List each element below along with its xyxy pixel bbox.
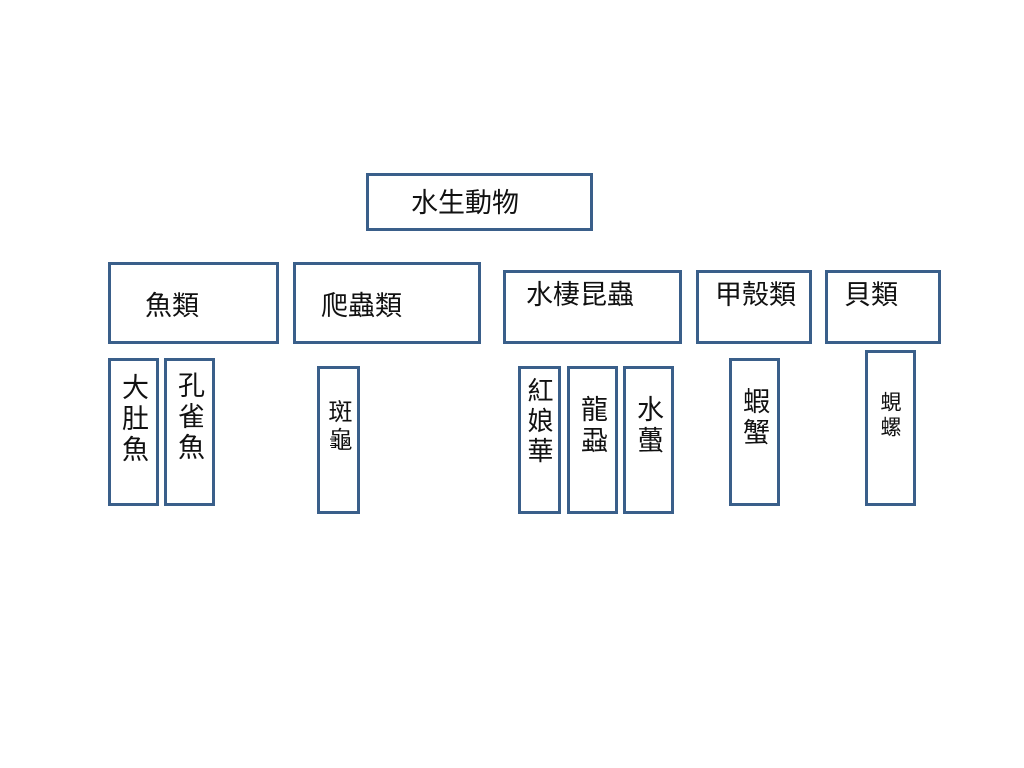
member-node-water-scorpion: 紅娘華 [518,366,561,514]
member-label-mosquitofish: 大肚魚 [117,373,148,466]
category-label-fish: 魚類 [145,291,199,322]
category-node-fish: 魚類 [108,262,279,344]
member-label-diving-beetle: 龍蝨 [576,395,607,457]
member-node-shrimp-crab: 蝦蟹 [729,358,780,506]
category-node-shellfish: 貝類 [825,270,941,344]
member-node-striped-turtle: 斑龜 [317,366,360,514]
category-node-crustaceans: 甲殼類 [696,270,812,344]
category-label-crustaceans: 甲殼類 [715,280,796,311]
member-node-dragonfly-nymph: 水蠆 [623,366,674,514]
root-node-label: 水生動物 [411,188,519,219]
category-label-aquatic-insects: 水棲昆蟲 [526,280,634,311]
category-label-reptiles: 爬蟲類 [321,291,402,322]
category-label-shellfish: 貝類 [844,280,898,311]
member-label-dragonfly-nymph: 水蠆 [632,395,663,457]
member-label-shrimp-crab: 蝦蟹 [738,387,769,449]
category-node-reptiles: 爬蟲類 [293,262,481,344]
member-node-clams-snails: 蜆螺 [865,350,916,506]
member-node-guppy: 孔雀魚 [164,358,215,506]
root-node: 水生動物 [366,173,593,231]
category-node-aquatic-insects: 水棲昆蟲 [503,270,682,344]
member-label-guppy: 孔雀魚 [173,371,204,464]
member-node-mosquitofish: 大肚魚 [108,358,159,506]
member-label-clams-snails: 蜆螺 [878,391,902,441]
member-label-water-scorpion: 紅娘華 [523,377,553,467]
member-label-striped-turtle: 斑龜 [324,399,352,455]
member-node-diving-beetle: 龍蝨 [567,366,618,514]
